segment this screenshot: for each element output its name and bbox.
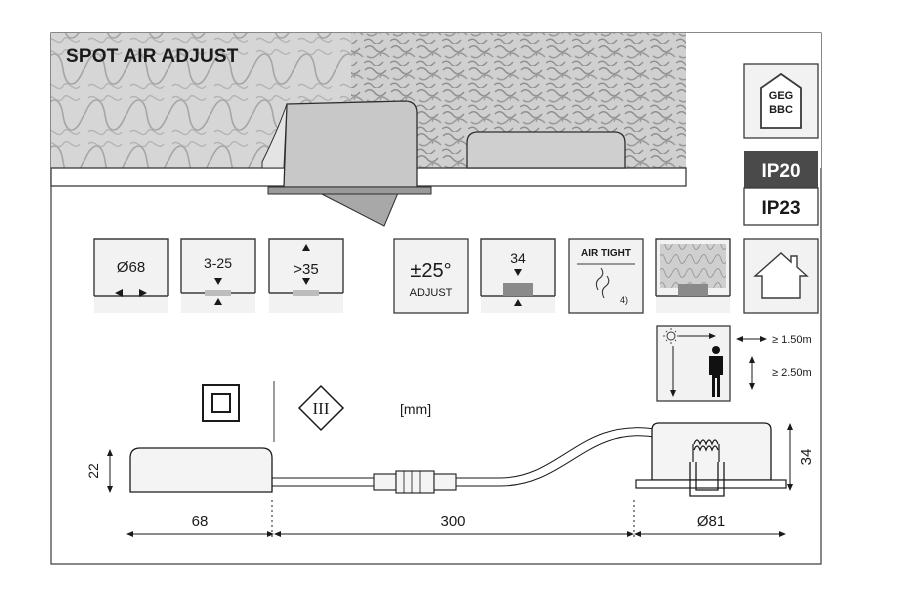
spot-bezel <box>635 479 787 489</box>
recess-depth-label: 34 <box>510 250 526 266</box>
driver-housing <box>129 447 273 493</box>
air-tight-label: AIR TIGHT <box>581 248 631 259</box>
icon-row <box>93 238 819 314</box>
driver-length-label: 68 <box>192 513 209 530</box>
cutout-diameter-icon <box>93 238 169 313</box>
safety-distance-horizontal: ≥ 1.50m <box>772 334 812 346</box>
ceiling-scene <box>50 33 821 227</box>
dimension-lines <box>107 423 793 540</box>
indoor-house-icon <box>743 238 819 314</box>
installation-depth-label: >35 <box>293 261 318 278</box>
air-tight-footnote: 4) <box>620 295 628 305</box>
cable-connector <box>395 470 435 494</box>
tilt-adjust-icon <box>393 238 469 314</box>
insulation-coverable-icon <box>655 238 731 313</box>
safety-class-iii-label: III <box>313 399 330 418</box>
geg-badge-line2: BBC <box>769 104 793 116</box>
cable-length-label: 300 <box>440 513 465 530</box>
recess-depth-icon <box>480 238 556 313</box>
spot-height-label: 34 <box>798 449 815 466</box>
installation-depth-icon <box>268 238 344 313</box>
geg-bbc-badge <box>743 63 819 139</box>
spot-body <box>651 422 772 481</box>
ceiling-thickness-icon <box>180 238 256 313</box>
product-title: SPOT AIR ADJUST <box>66 46 239 67</box>
air-tight-icon <box>568 238 644 314</box>
cutout-diameter-label: Ø68 <box>117 259 145 276</box>
ceiling-thickness-label: 3-25 <box>204 255 232 271</box>
ip-rating-other: IP23 <box>761 198 800 219</box>
double-insulation-icon <box>202 384 240 422</box>
spot-diameter-label: Ø81 <box>697 513 725 530</box>
unit-label: [mm] <box>400 401 431 417</box>
ip-rating-active: IP20 <box>761 161 800 182</box>
geg-badge-line1: GEG <box>769 90 793 102</box>
driver-height-label: 22 <box>85 463 101 479</box>
safety-distance-vertical: ≥ 2.50m <box>772 367 812 379</box>
tilt-adjust-label: ADJUST <box>410 287 453 299</box>
safety-class-diamond <box>297 384 345 432</box>
tilt-angle-label: ±25° <box>410 260 451 282</box>
product-technical-drawing <box>129 422 787 497</box>
ip-rating-group <box>743 151 819 226</box>
safety-distance-diagram <box>656 325 767 402</box>
